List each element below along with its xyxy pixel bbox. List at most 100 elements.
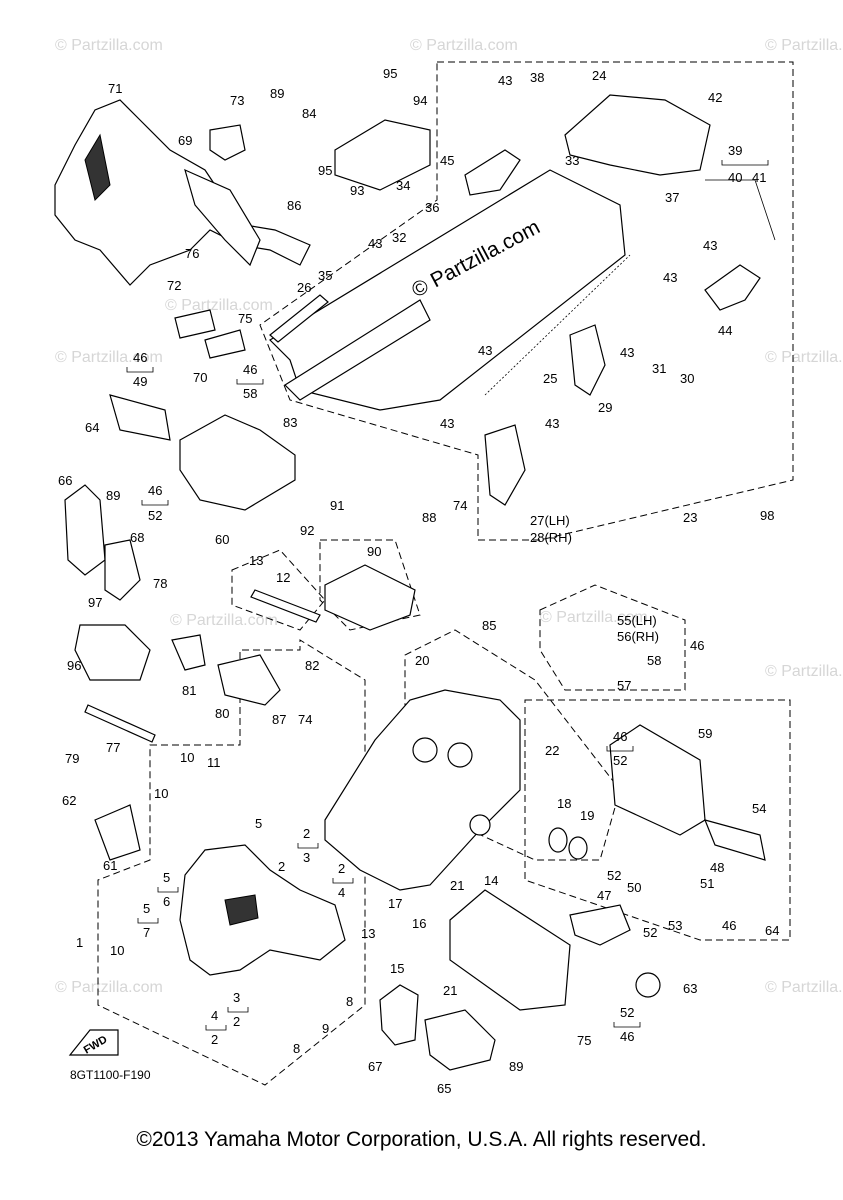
callout-89: 89 (106, 488, 120, 503)
callout-28: 28(RH) (530, 530, 572, 545)
callout-52: 52 (613, 753, 627, 768)
callout-90: 90 (367, 544, 381, 559)
callout-94: 94 (413, 93, 427, 108)
callout-25: 25 (543, 371, 557, 386)
bracket-29-part (569, 324, 606, 396)
callout-43: 43 (440, 416, 454, 431)
callout-61: 61 (103, 858, 117, 873)
callout-74: 74 (298, 712, 312, 727)
bearing-18-part (548, 827, 568, 853)
bracket-line (332, 878, 354, 884)
watermark-corner: © Partzilla.com (55, 37, 163, 54)
callout-42: 42 (708, 90, 722, 105)
callout-8: 8 (346, 994, 353, 1009)
bracket-27-part (484, 424, 526, 506)
bracket-80-part (217, 654, 281, 706)
shield-47-part (569, 904, 631, 946)
callout-26: 26 (297, 280, 311, 295)
callout-2: 2 (303, 826, 310, 841)
callout-16: 16 (412, 916, 426, 931)
watermark-corner: © Partzilla.com (170, 612, 278, 629)
callout-52: 52 (148, 508, 162, 523)
callout-3: 3 (303, 850, 310, 865)
callout-81: 81 (182, 683, 196, 698)
callout-40: 40 (728, 170, 742, 185)
callout-52: 52 (643, 925, 657, 940)
callout-72: 72 (167, 278, 181, 293)
callout-8: 8 (293, 1041, 300, 1056)
callout-20: 20 (415, 653, 429, 668)
side-bracket-group-outline (524, 699, 791, 941)
callout-48: 48 (710, 860, 724, 875)
callout-2: 2 (338, 861, 345, 876)
callout-2: 2 (233, 1014, 240, 1029)
callout-43: 43 (545, 416, 559, 431)
rod-12-part (250, 589, 321, 623)
pad-72-part (174, 309, 216, 339)
callout-46: 46 (722, 918, 736, 933)
bracket-line (721, 160, 769, 166)
bracket-68-part (104, 539, 141, 601)
callout-47: 47 (597, 888, 611, 903)
callout-36: 36 (425, 200, 439, 215)
bracket-60-part (179, 414, 296, 511)
callout-75: 75 (238, 311, 252, 326)
bracket-line (297, 843, 319, 849)
callout-59: 59 (698, 726, 712, 741)
callout-43: 43 (368, 236, 382, 251)
callout-58: 58 (647, 653, 661, 668)
callout-54: 54 (752, 801, 766, 816)
callout-19: 19 (580, 808, 594, 823)
callout-89: 89 (509, 1059, 523, 1074)
plate-90-part (324, 564, 416, 631)
callout-69: 69 (178, 133, 192, 148)
bracket-69-part (184, 168, 261, 267)
cover-66-part (64, 484, 106, 576)
hood-frame-shade (84, 133, 111, 201)
callout-labels: 71 73 69 89 84 95 94 95 93 86 76 43 38 2… (58, 66, 779, 1096)
callout-96: 96 (67, 658, 81, 673)
callout-18: 18 (557, 796, 571, 811)
callout-63: 63 (683, 981, 697, 996)
parts-diagram: © Partzilla.com © Partzilla.com © Partzi… (54, 37, 843, 1096)
callout-38: 38 (530, 70, 544, 85)
callout-52: 52 (607, 868, 621, 883)
callout-97: 97 (88, 595, 102, 610)
front-frame-1-part (179, 844, 346, 976)
callout-30: 30 (680, 371, 694, 386)
callout-56: 56(RH) (617, 629, 659, 644)
callout-43: 43 (703, 238, 717, 253)
callout-2: 2 (278, 859, 285, 874)
callout-21: 21 (443, 983, 457, 998)
callout-89: 89 (270, 86, 284, 101)
callout-33: 33 (565, 153, 579, 168)
cradle-hole (469, 814, 491, 836)
callout-6: 6 (163, 894, 170, 909)
callout-10: 10 (180, 750, 194, 765)
callout-60: 60 (215, 532, 229, 547)
callout-66: 66 (58, 473, 72, 488)
callout-45: 45 (440, 153, 454, 168)
callout-49: 49 (133, 374, 147, 389)
watermark-corner: © Partzilla.com (55, 349, 163, 366)
watermark-corner: © Partzilla.com (765, 37, 843, 54)
callout-46: 46 (620, 1029, 634, 1044)
callout-34: 34 (396, 178, 410, 193)
callout-14: 14 (484, 873, 498, 888)
callout-11: 11 (207, 755, 221, 770)
pad-70-part (204, 329, 246, 359)
callout-58: 58 (243, 386, 257, 401)
cover-65-part (424, 1009, 496, 1071)
watermark-corner: © Partzilla.com (765, 663, 843, 680)
bracket-line (205, 1025, 227, 1031)
callout-92: 92 (300, 523, 314, 538)
callout-55: 55(LH) (617, 613, 657, 628)
rail-83-part (284, 299, 431, 401)
callout-82: 82 (305, 658, 319, 673)
callout-43: 43 (620, 345, 634, 360)
callout-73: 73 (230, 93, 244, 108)
callout-70: 70 (193, 370, 207, 385)
cradle-hole (447, 742, 473, 768)
callout-4: 4 (338, 885, 345, 900)
callout-17: 17 (388, 896, 402, 911)
